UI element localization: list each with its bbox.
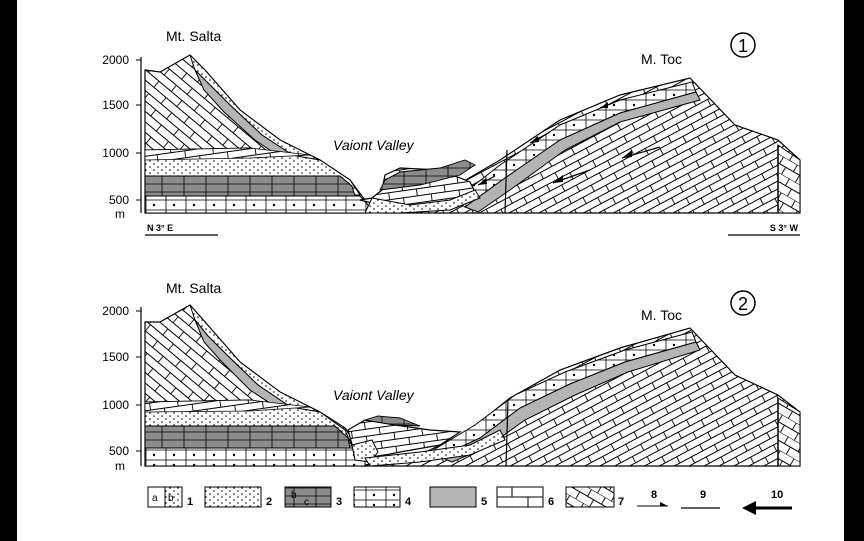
svg-text:7: 7 (618, 496, 624, 508)
legend-item-7: 7 (566, 487, 624, 508)
tick-1500: 1500 (102, 98, 129, 112)
section-number-1: 1 (731, 33, 755, 57)
legend-item-2: 2 (205, 487, 272, 508)
svg-text:2: 2 (266, 496, 272, 508)
terrain-1 (145, 55, 800, 213)
axis-unit: m (115, 207, 125, 221)
svg-text:5: 5 (481, 496, 487, 508)
y-axis-2: 2000 1500 1000 500 m (102, 304, 141, 473)
svg-text:a: a (152, 493, 158, 504)
tick-500: 500 (109, 444, 129, 458)
legend-item-1: a b 1 (148, 487, 193, 508)
terrain-2 (145, 305, 800, 466)
peak-label-m-toc-2: M. Toc (641, 307, 682, 323)
peak-label-m-toc-1: M. Toc (641, 51, 682, 67)
svg-text:8: 8 (651, 489, 657, 501)
svg-text:b: b (168, 493, 174, 504)
svg-text:1: 1 (187, 496, 193, 508)
tick-1000: 1000 (102, 398, 129, 412)
tick-2000: 2000 (102, 304, 129, 318)
legend-item-10: 10 (742, 489, 792, 515)
section-number-2: 2 (731, 291, 755, 315)
tick-500: 500 (109, 193, 129, 207)
peak-label-mt-salta-2: Mt. Salta (166, 280, 221, 296)
legend-item-4: 4 (354, 487, 412, 508)
svg-text:6: 6 (548, 496, 554, 508)
svg-text:1: 1 (738, 36, 748, 56)
legend-item-6: 6 (497, 487, 554, 508)
axis-unit: m (115, 459, 125, 473)
svg-text:9: 9 (700, 489, 706, 501)
legend-item-8: 8 (637, 489, 668, 506)
legend-item-9: 9 (681, 489, 720, 508)
svg-text:10: 10 (771, 489, 783, 501)
svg-text:4: 4 (405, 496, 412, 508)
y-axis-1: 2000 1500 1000 500 m (102, 53, 141, 221)
legend: a b 1 2 b c 3 4 (148, 487, 792, 515)
svg-text:b: b (291, 490, 297, 501)
section-2: 2000 1500 1000 500 m (102, 280, 800, 473)
svg-text:2: 2 (738, 294, 748, 314)
svg-text:3: 3 (336, 496, 342, 508)
tick-1000: 1000 (102, 146, 129, 160)
legend-item-3: b c 3 (285, 487, 342, 508)
direction-label-right: S 3° W (770, 223, 799, 233)
tick-2000: 2000 (102, 53, 129, 67)
direction-label-left: N 3° E (147, 223, 173, 233)
tick-1500: 1500 (102, 350, 129, 364)
peak-label-mt-salta-1: Mt. Salta (166, 28, 221, 44)
valley-label-2: Vaiont Valley (333, 387, 415, 403)
valley-label-1: Vaiont Valley (333, 137, 415, 153)
svg-text:c: c (304, 497, 309, 508)
legend-item-5: 5 (430, 487, 487, 508)
section-1: 2000 1500 1000 500 m (102, 28, 800, 235)
